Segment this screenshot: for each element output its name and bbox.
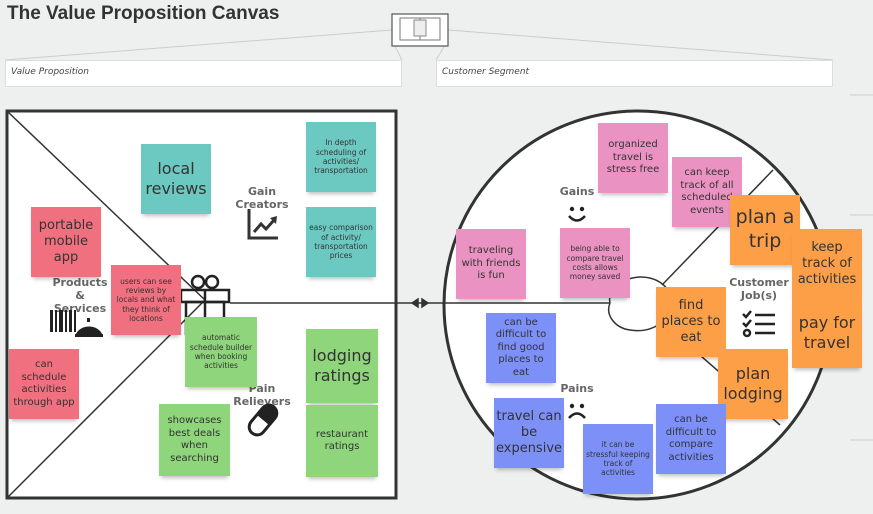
sticky-pain-reliever[interactable]: showcases best deals when searching — [159, 404, 230, 476]
customer-jobs-label: Customer Job(s) — [729, 276, 789, 303]
sticky-pain[interactable]: can be difficult to compare activities — [656, 404, 726, 474]
sticky-pain[interactable]: can be difficult to find good places to … — [486, 313, 556, 383]
sticky-gain[interactable]: traveling with friends is fun — [456, 229, 526, 299]
sticky-product-service[interactable]: portable mobile app — [31, 207, 101, 277]
page-title: The Value Proposition Canvas — [7, 3, 280, 24]
sticky-product-service[interactable]: users can see reviews by locals and what… — [111, 265, 181, 335]
sticky-pain-reliever[interactable]: automatic schedule builder when booking … — [185, 317, 257, 387]
sticky-pain-reliever[interactable]: lodging ratings — [306, 329, 378, 403]
sticky-customer-job[interactable]: plan lodging — [718, 349, 788, 419]
sticky-customer-job[interactable]: plan a trip — [730, 195, 800, 265]
pains-label: Pains — [560, 382, 594, 395]
checklist-icon — [742, 310, 775, 338]
sticky-gain-creator[interactable]: In depth scheduling of activities/ trans… — [306, 122, 376, 192]
barcode-bell-icon — [50, 310, 103, 337]
sticky-customer-job[interactable]: find places to eat — [656, 287, 726, 357]
sticky-pain[interactable]: travel can be expensive — [494, 398, 564, 468]
gains-label: Gains — [559, 185, 595, 198]
value-proposition-header[interactable]: Value Proposition — [5, 60, 402, 87]
sticky-gain[interactable]: being able to compare travel costs allow… — [560, 228, 630, 298]
sticky-gain[interactable]: organized travel is stress free — [598, 123, 668, 193]
sticky-pain-reliever[interactable]: restaurant ratings — [306, 405, 378, 477]
frown-icon — [568, 403, 586, 419]
chart-up-icon — [247, 209, 278, 240]
sticky-customer-job[interactable]: pay for travel — [792, 298, 862, 368]
sticky-gain-creator[interactable]: local reviews — [141, 144, 211, 214]
customer-segment-header[interactable]: Customer Segment — [436, 60, 833, 87]
sticky-gain-creator[interactable]: easy comparison of activity/ transportat… — [306, 207, 376, 277]
sticky-product-service[interactable]: can schedule activities through app — [9, 349, 79, 419]
sticky-pain[interactable]: it can be stressful keeping track of act… — [583, 424, 653, 494]
gain-creators-label: Gain Creators — [235, 185, 289, 212]
mini-canvas-icon — [391, 13, 449, 47]
pill-icon — [247, 403, 279, 437]
smile-icon — [568, 206, 586, 222]
sticky-customer-job[interactable]: keep track of activities — [792, 229, 862, 299]
sticky-gain[interactable]: can keep track of all scheduled events — [672, 157, 742, 227]
arrow — [410, 297, 430, 309]
